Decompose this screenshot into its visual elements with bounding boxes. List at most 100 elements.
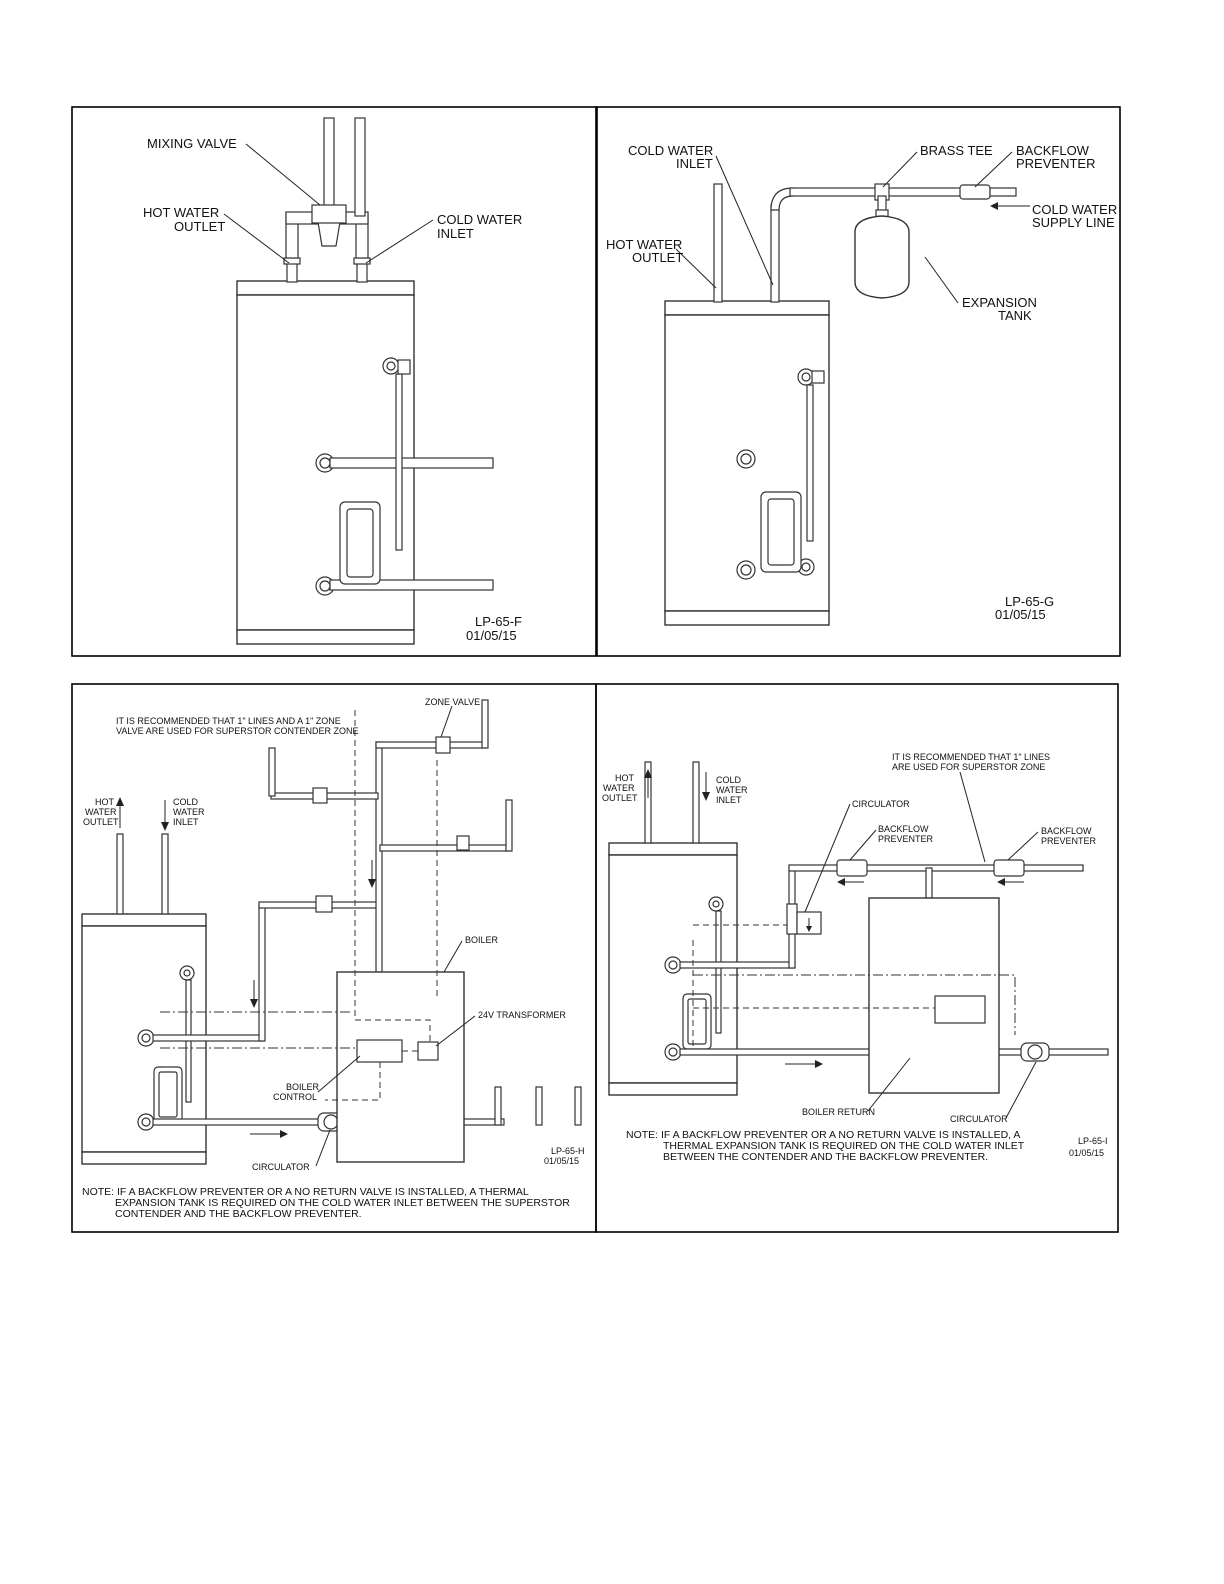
leader-cold-water (715, 155, 774, 286)
label-cold-water-2: INLET (437, 226, 474, 241)
cold-water-piping (770, 183, 1017, 303)
note-line-2: THERMAL EXPANSION TANK IS REQUIRED ON TH… (663, 1140, 1025, 1152)
arrow-head (990, 202, 998, 210)
expansion-tank (854, 209, 910, 299)
leader-backflow-right (1007, 831, 1039, 861)
panel-frame (596, 106, 1121, 657)
hot-water-pipe (713, 183, 723, 303)
label-hot-3: OUTLET (602, 793, 638, 803)
boiler (868, 897, 1000, 1094)
drawing-code: LP-65-I (1078, 1136, 1108, 1146)
panel-zone-valve-boiler: ZONE VALVE IT IS RECOMMENDED THAT 1" LIN… (71, 683, 597, 1233)
label-mixing-valve: MIXING VALVE (147, 136, 237, 151)
leader-circulator-bottom (1005, 1061, 1037, 1119)
leader-mixing-valve (245, 143, 321, 206)
leader-hot-water (675, 248, 717, 289)
note-line-3: BETWEEN THE CONTENDER AND THE BACKFLOW P… (663, 1151, 988, 1163)
drawing-date: 01/05/15 (995, 607, 1046, 622)
label-boiler: BOILER (465, 935, 499, 945)
leader-circulator-top (804, 803, 851, 913)
leader-boiler-control (317, 1055, 361, 1093)
note-line-2: EXPANSION TANK IS REQUIRED ON THE COLD W… (115, 1197, 570, 1209)
label-hot-water-2: OUTLET (174, 219, 225, 234)
leader-zone-valve (440, 705, 453, 738)
label-cold-2: WATER (173, 807, 205, 817)
leader-cold-water (365, 219, 434, 264)
label-boiler-control-2: CONTROL (273, 1092, 317, 1102)
panel-expansion-tank: COLD WATER INLET BRASS TEE BACKFLOW PREV… (596, 106, 1121, 657)
label-cold-3: INLET (173, 817, 199, 827)
water-heater-tank (81, 833, 207, 1165)
drawing-code: LP-65-F (475, 614, 522, 629)
label-backflow-2: PREVENTER (1016, 156, 1095, 171)
drawing-code: LP-65-H (551, 1146, 585, 1156)
label-recommendation-1: IT IS RECOMMENDED THAT 1" LINES AND A 1"… (116, 716, 341, 726)
label-hot-2: WATER (603, 783, 635, 793)
label-hot-water-1: HOT WATER (143, 205, 219, 220)
label-backflow-1: BACKFLOW (1016, 143, 1090, 158)
leader-boiler-return (867, 1057, 911, 1112)
label-hot-1: HOT (95, 797, 115, 807)
label-circulator-bottom: CIRCULATOR (950, 1114, 1008, 1124)
label-cold-water-1: COLD WATER (437, 212, 522, 227)
label-hot-3: OUTLET (83, 817, 119, 827)
water-heater-tank (664, 300, 830, 626)
boiler (336, 971, 465, 1163)
drawing-code: LP-65-G (1005, 594, 1054, 609)
drawing-date: 01/05/15 (466, 628, 517, 643)
leader-expansion (924, 256, 959, 304)
label-transformer: 24V TRANSFORMER (478, 1010, 566, 1020)
leader-circulator (315, 1129, 331, 1167)
panel-mixing-valve: MIXING VALVE HOT WATER OUTLET COLD WATER… (71, 106, 597, 657)
label-circulator-top: CIRCULATOR (852, 799, 910, 809)
label-cold-1: COLD (173, 797, 199, 807)
drawing-date: 01/05/15 (1069, 1148, 1104, 1158)
leader-brass-tee (882, 151, 918, 188)
water-heater-tank (236, 280, 494, 645)
flow-arrows (644, 769, 1024, 1068)
panel-frame (71, 106, 597, 657)
leader-backflow-left (849, 829, 877, 861)
label-expansion-2: TANK (998, 308, 1032, 323)
label-recommendation-1: IT IS RECOMMENDED THAT 1" LINES (892, 752, 1050, 762)
leader-backflow (974, 151, 1013, 188)
wiring (160, 710, 438, 1101)
label-cold-1: COLD (716, 775, 742, 785)
label-boiler-return: BOILER RETURN (802, 1107, 875, 1117)
label-recommendation-2: VALVE ARE USED FOR SUPERSTOR CONTENDER Z… (116, 726, 359, 736)
label-supply-2: SUPPLY LINE (1032, 215, 1115, 230)
label-cold-water-1: COLD WATER (628, 143, 713, 158)
mixing-valve-piping (283, 117, 371, 283)
leader-boiler (443, 940, 463, 973)
wiring (692, 924, 1016, 1047)
panel-backflow-boiler-return: IT IS RECOMMENDED THAT 1" LINES ARE USED… (595, 683, 1119, 1233)
label-cold-water-2: INLET (676, 156, 713, 171)
leader-transformer (435, 1015, 476, 1047)
drawing-date: 01/05/15 (544, 1156, 579, 1166)
leader-hot-water (223, 213, 290, 264)
panel-frame (595, 683, 1119, 1233)
label-backflow-right-2: PREVENTER (1041, 836, 1097, 846)
label-expansion-1: EXPANSION (962, 295, 1037, 310)
label-boiler-control-1: BOILER (286, 1082, 320, 1092)
label-hot-2: WATER (85, 807, 117, 817)
label-recommendation-2: ARE USED FOR SUPERSTOR ZONE (892, 762, 1045, 772)
label-brass-tee: BRASS TEE (920, 143, 993, 158)
label-hot-1: HOT (615, 773, 635, 783)
label-backflow-right-1: BACKFLOW (1041, 826, 1092, 836)
note-line-1: NOTE: IF A BACKFLOW PREVENTER OR A NO RE… (626, 1129, 1020, 1141)
water-heater-tank (608, 761, 738, 1096)
label-circulator: CIRCULATOR (252, 1162, 310, 1172)
label-cold-3: INLET (716, 795, 742, 805)
leader-recommendation (959, 771, 986, 863)
label-hot-water-2: OUTLET (632, 250, 683, 265)
note-line-1: NOTE: IF A BACKFLOW PREVENTER OR A NO RE… (82, 1186, 529, 1198)
label-supply-1: COLD WATER (1032, 202, 1117, 217)
flow-arrows (116, 797, 376, 1138)
label-cold-2: WATER (716, 785, 748, 795)
label-backflow-left-1: BACKFLOW (878, 824, 929, 834)
label-zone-valve: ZONE VALVE (425, 697, 480, 707)
label-backflow-left-2: PREVENTER (878, 834, 934, 844)
label-hot-water-1: HOT WATER (606, 237, 682, 252)
